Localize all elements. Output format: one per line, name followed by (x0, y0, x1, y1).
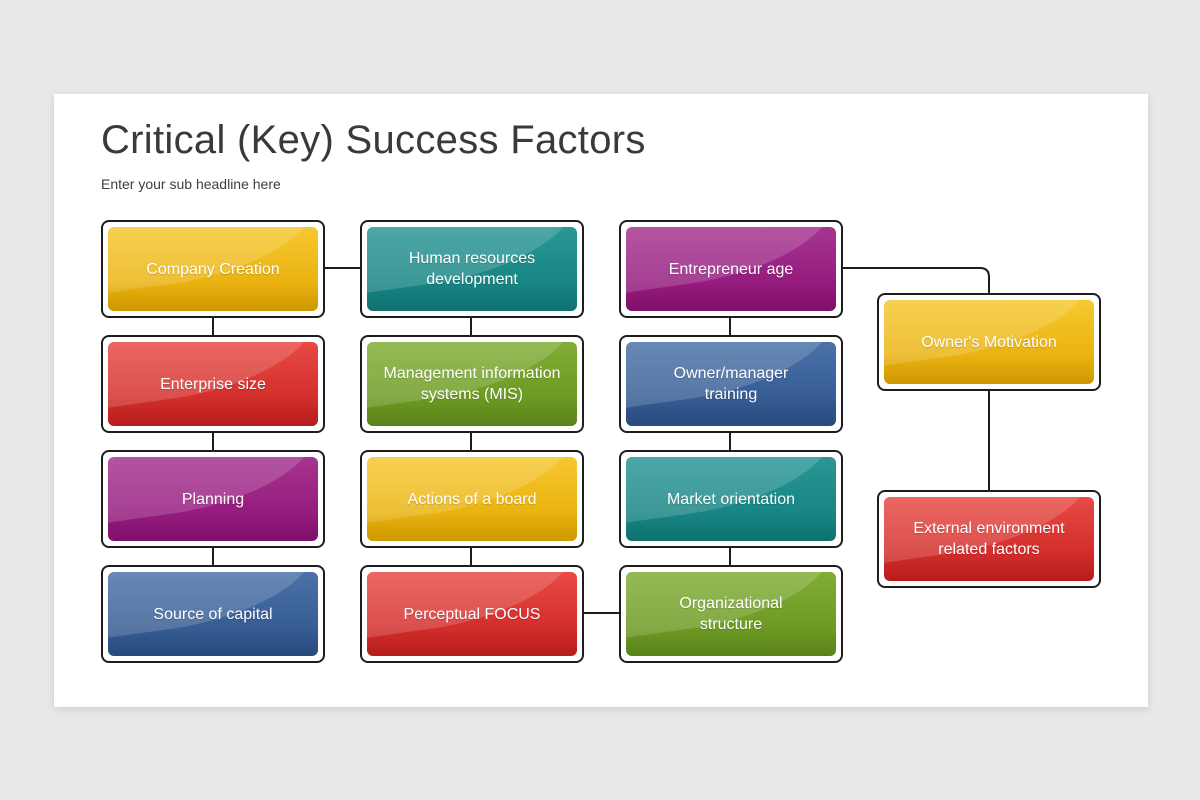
node-label: Owner's Motivation (921, 333, 1057, 351)
node-actions-board[interactable]: Actions of a board (360, 450, 584, 548)
node-label: Actions of a board (407, 490, 537, 508)
page-subtitle: Enter your sub headline here (101, 176, 281, 192)
node-external-environment[interactable]: External environment related factors (877, 490, 1101, 588)
node-owner-training[interactable]: Owner/manager training (619, 335, 843, 433)
node-label: External environment related factors (913, 520, 1065, 558)
node-label: Owner/manager training (673, 365, 789, 403)
connector-lines (212, 267, 990, 614)
node-label: Organizational structure (679, 595, 783, 633)
node-owners-motivation[interactable]: Owner's Motivation (877, 293, 1101, 391)
node-label: Planning (181, 490, 245, 508)
slide: Critical (Key) Success Factors Enter you… (54, 94, 1148, 707)
node-org-structure[interactable]: Organizational structure (619, 565, 843, 663)
node-label: Human resources development (408, 250, 536, 288)
node-planning[interactable]: Planning (101, 450, 325, 548)
node-enterprise-size[interactable]: Enterprise size (101, 335, 325, 433)
page-title: Critical (Key) Success Factors (101, 118, 646, 162)
node-label: Enterprise size (160, 375, 266, 393)
node-label: Company Creation (146, 260, 280, 278)
node-source-of-capital[interactable]: Source of capital (101, 565, 325, 663)
node-entrepreneur-age[interactable]: Entrepreneur age (619, 220, 843, 318)
node-label: Management information systems (MIS) (383, 365, 561, 403)
node-label: Perceptual FOCUS (403, 605, 541, 623)
node-human-resources[interactable]: Human resources development (360, 220, 584, 318)
node-market-orientation[interactable]: Market orientation (619, 450, 843, 548)
node-label: Source of capital (153, 605, 273, 623)
node-label: Market orientation (666, 490, 796, 508)
node-label: Entrepreneur age (668, 260, 794, 278)
node-mis[interactable]: Management information systems (MIS) (360, 335, 584, 433)
node-company-creation[interactable]: Company Creation (101, 220, 325, 318)
node-perceptual-focus[interactable]: Perceptual FOCUS (360, 565, 584, 663)
connector-line (842, 267, 990, 293)
